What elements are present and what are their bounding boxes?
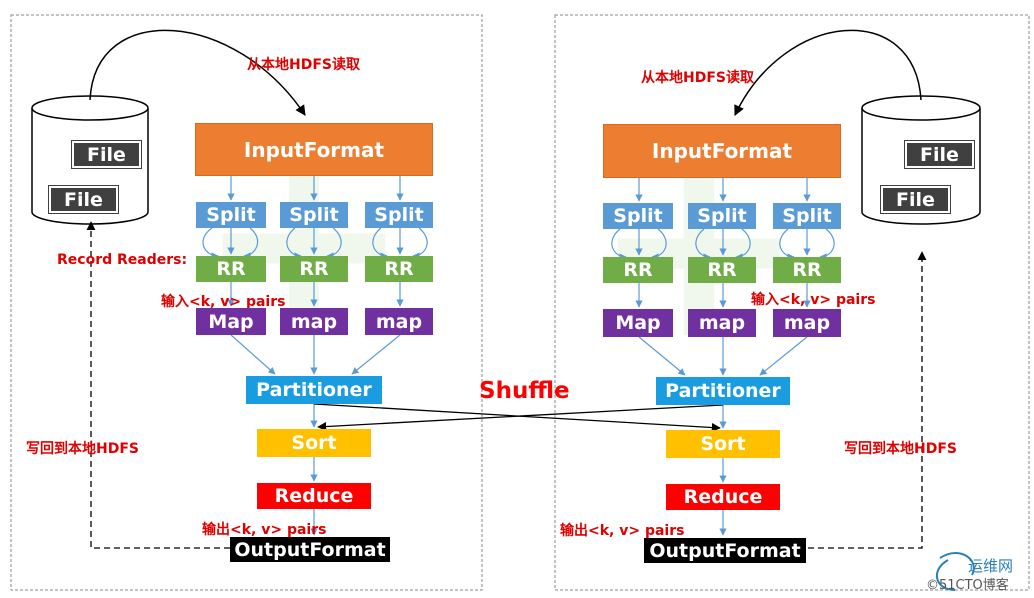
right-sort: Sort bbox=[666, 430, 780, 458]
left-rr-1: RR bbox=[196, 256, 266, 282]
right-rr-3: RR bbox=[773, 257, 841, 283]
right-node-frame bbox=[554, 14, 1030, 591]
right-file-2: File bbox=[880, 185, 951, 214]
left-rr-3: RR bbox=[365, 256, 433, 282]
right-output-format: OutputFormat bbox=[644, 538, 806, 563]
left-node-frame bbox=[10, 14, 483, 591]
right-write-arrow bbox=[808, 251, 927, 549]
right-split-2: Split bbox=[688, 203, 756, 229]
left-read-label: 从本地HDFS读取 bbox=[247, 57, 360, 73]
left-split-2: Split bbox=[280, 202, 348, 228]
left-input-pairs-label: 输入<k, v> pairs bbox=[161, 294, 286, 310]
watermark-logo-icon bbox=[936, 552, 975, 591]
right-file-1: File bbox=[904, 140, 975, 169]
left-split-1: Split bbox=[196, 202, 266, 228]
right-map-3: map bbox=[773, 309, 841, 337]
right-read-arrow bbox=[734, 29, 922, 116]
left-rr-2: RR bbox=[280, 256, 348, 282]
left-sort: Sort bbox=[257, 429, 371, 457]
watermark-line1: 运维网 bbox=[968, 557, 1014, 575]
record-readers-label: Record Readers: bbox=[57, 252, 188, 268]
watermark-line2: ©51CTO博客 bbox=[926, 578, 1009, 593]
left-map-2: map bbox=[280, 308, 348, 335]
left-file-1: File bbox=[71, 140, 142, 169]
right-split-3: Split bbox=[773, 203, 841, 229]
left-output-pairs-label: 输出<k, v> pairs bbox=[202, 522, 327, 538]
right-output-pairs-label: 输出<k, v> pairs bbox=[560, 523, 685, 539]
right-read-label: 从本地HDFS读取 bbox=[641, 70, 754, 86]
left-map-3: map bbox=[365, 308, 433, 335]
left-input-format: InputFormat bbox=[195, 123, 433, 176]
shuffle-label: Shuffle bbox=[479, 378, 570, 404]
right-input-pairs-label: 输入<k, v> pairs bbox=[751, 292, 876, 308]
right-map-2: map bbox=[688, 309, 756, 337]
right-rr-2: RR bbox=[688, 257, 756, 283]
right-map-1: Map bbox=[603, 309, 673, 337]
left-file-2: File bbox=[48, 185, 119, 214]
right-reduce: Reduce bbox=[666, 484, 780, 510]
left-partitioner: Partitioner bbox=[246, 376, 382, 404]
right-partitioner: Partitioner bbox=[656, 377, 790, 405]
left-map-1: Map bbox=[196, 308, 266, 335]
right-write-label: 写回到本地HDFS bbox=[844, 441, 957, 457]
left-reduce: Reduce bbox=[257, 483, 371, 509]
left-write-label: 写回到本地HDFS bbox=[26, 441, 139, 457]
right-split-1: Split bbox=[603, 203, 673, 229]
right-input-format: InputFormat bbox=[603, 124, 841, 178]
right-rr-1: RR bbox=[603, 257, 673, 283]
left-read-arrow bbox=[89, 29, 306, 116]
shuffle-line-right-to-left bbox=[317, 404, 724, 432]
left-split-3: Split bbox=[365, 202, 433, 228]
left-output-format: OutputFormat bbox=[230, 537, 390, 562]
